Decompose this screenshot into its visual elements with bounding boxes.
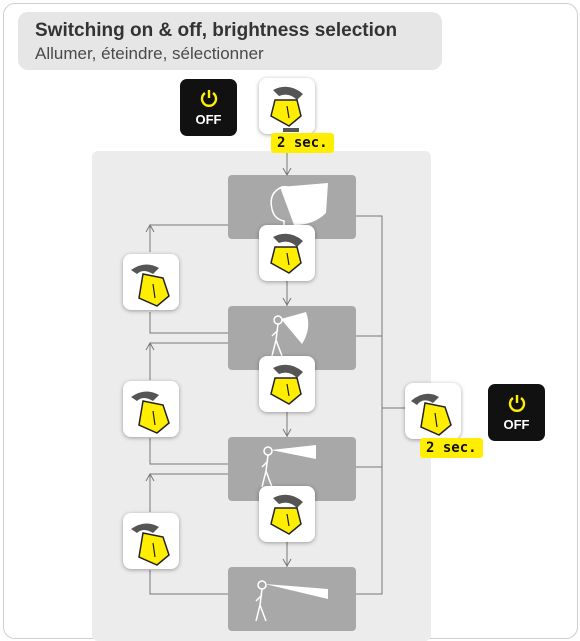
press-tile-3 [259,486,315,542]
lamp-press-icon [270,86,303,132]
lamp-tilt-icon [411,393,452,436]
person-beam-icon [271,312,309,357]
person-beam-icon [261,445,316,488]
person-beam-icon [255,580,328,622]
hold-duration-badge: 2 sec. [420,438,483,458]
off-state-top: OFF [180,79,237,136]
off-state-right: OFF [488,384,545,441]
tilt-tile-2 [123,381,179,437]
tilt-tile-3 [123,513,179,569]
lamp-tilt-icon [131,264,170,307]
header: Switching on & off, brightness selection… [18,12,442,70]
mode-box-2 [228,306,356,370]
page-subtitle: Allumer, éteindre, sélectionner [35,44,264,63]
off-label: OFF [503,417,530,432]
lamp-press-icon [270,494,303,535]
lamp-tilt-icon [131,391,170,434]
press-tile-1 [259,225,315,281]
head-light-icon [270,183,328,237]
power-icon [508,395,526,412]
lamp-tilt-icon [131,523,170,566]
off-label: OFF [195,112,222,127]
mode-box-4 [228,567,356,631]
power-icon [200,90,218,107]
press-tile-on [259,78,315,134]
hold-duration-badge: 2 sec. [271,133,334,153]
page-title: Switching on & off, brightness selection [35,20,398,41]
tilt-tile-1 [123,254,179,310]
hold-tile-off [405,383,461,439]
lamp-press-icon [270,364,303,405]
lamp-press-icon [270,233,303,274]
press-tile-2 [259,356,315,412]
